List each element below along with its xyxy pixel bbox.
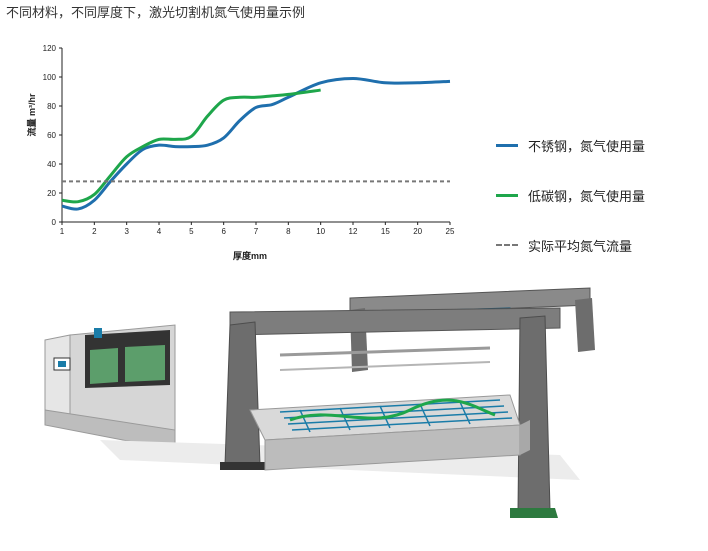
x-tick-label: 5 xyxy=(189,227,194,236)
legend-label-stainless: 不锈钢，氮气使用量 xyxy=(528,139,646,155)
page-title: 不同材料，不同厚度下，激光切割机氮气使用量示例 xyxy=(6,6,306,21)
x-tick-label: 12 xyxy=(349,227,358,236)
control-panel-screen xyxy=(58,361,66,367)
work-table-end xyxy=(520,420,530,455)
x-tick-label: 8 xyxy=(286,227,291,236)
y-tick-label: 40 xyxy=(47,160,56,169)
legend-item-mild-steel: 低碳钢，氮气使用量 xyxy=(496,182,708,208)
y-tick-label: 0 xyxy=(52,218,57,227)
gas-flow-path xyxy=(289,398,496,422)
y-tick-label: 100 xyxy=(43,73,57,82)
front-gantry-leg-right xyxy=(517,315,551,513)
front-gantry-leg-left xyxy=(224,321,261,466)
y-tick-label: 80 xyxy=(47,102,56,111)
x-tick-label: 7 xyxy=(254,227,259,236)
x-tick-label: 20 xyxy=(413,227,422,236)
front-gantry-foot-right xyxy=(510,508,558,518)
x-tick-label: 15 xyxy=(381,227,390,236)
rear-rail xyxy=(279,346,491,357)
legend-item-stainless: 不锈钢，氮气使用量 xyxy=(496,132,708,158)
legend-swatch-mild-steel xyxy=(496,193,518,197)
x-tick-label: 6 xyxy=(221,227,226,236)
y-axis-label: 流量 m³/hr xyxy=(26,93,37,136)
x-tick-label: 10 xyxy=(316,227,325,236)
x-tick-label: 2 xyxy=(92,227,97,236)
y-tick-label: 120 xyxy=(43,44,57,53)
rear-rail-2 xyxy=(279,361,491,371)
y-tick-label: 20 xyxy=(47,189,56,198)
rear-gantry-leg-right xyxy=(575,298,595,352)
legend-label-average: 实际平均氮气流量 xyxy=(528,239,633,255)
x-axis-label: 厚度mm xyxy=(233,250,267,261)
laser-cutting-machine-illustration xyxy=(44,287,595,518)
series-line-mild-steel xyxy=(61,88,321,204)
front-gantry-top xyxy=(229,307,561,336)
x-tick-label: 25 xyxy=(446,227,455,236)
chart-legend: 不锈钢，氮气使用量 低碳钢，氮气使用量 实际平均氮气流量 xyxy=(496,132,708,282)
legend-item-average: 实际平均氮气流量 xyxy=(496,232,708,258)
series-line-stainless xyxy=(61,76,451,211)
chart-series xyxy=(61,76,451,211)
x-tick-label: 4 xyxy=(157,227,162,236)
cabinet-light xyxy=(94,328,102,338)
y-tick-label: 60 xyxy=(47,131,56,140)
cabinet-window-glass xyxy=(90,348,118,384)
legend-label-mild-steel: 低碳钢，氮气使用量 xyxy=(528,189,646,205)
front-gantry-foot-left xyxy=(220,462,265,470)
x-tick-label: 3 xyxy=(124,227,129,236)
legend-swatch-average xyxy=(496,244,518,246)
cabinet-window-glass-2 xyxy=(125,345,165,382)
legend-swatch-stainless xyxy=(496,143,518,147)
x-tick-label: 1 xyxy=(60,227,65,236)
